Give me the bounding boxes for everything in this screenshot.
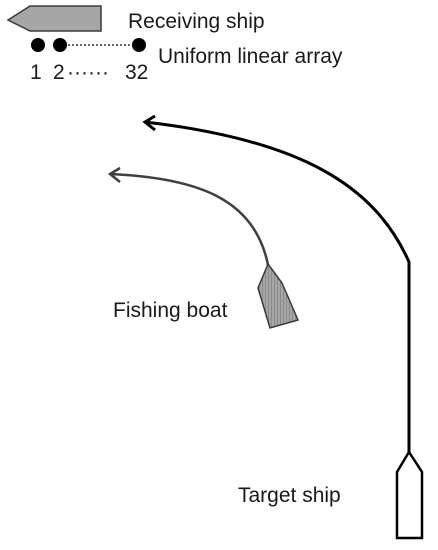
array-index-1: 1 [30, 61, 42, 84]
target-ship-icon [395, 449, 424, 540]
target-ship-label: Target ship [238, 484, 341, 507]
target-ship-track [144, 120, 411, 455]
fishing-track-arrowhead [107, 166, 121, 183]
fishing-boat-label: Fishing boat [113, 299, 228, 322]
array-index-32: 32 [125, 61, 148, 84]
uniform-linear-array-label: Uniform linear array [158, 45, 343, 68]
array-index-ellipsis: ······ [67, 61, 109, 84]
target-track-arrowhead [142, 114, 156, 132]
array-element-32 [132, 38, 146, 52]
receiving-ship-icon [6, 5, 102, 32]
fishing-boat-icon [257, 262, 300, 329]
receiving-ship-label: Receiving ship [128, 10, 265, 33]
array-index-2: 2 [53, 61, 65, 84]
array-element-1 [31, 38, 45, 52]
array-element-2 [53, 38, 67, 52]
fishing-boat-track [109, 172, 270, 266]
